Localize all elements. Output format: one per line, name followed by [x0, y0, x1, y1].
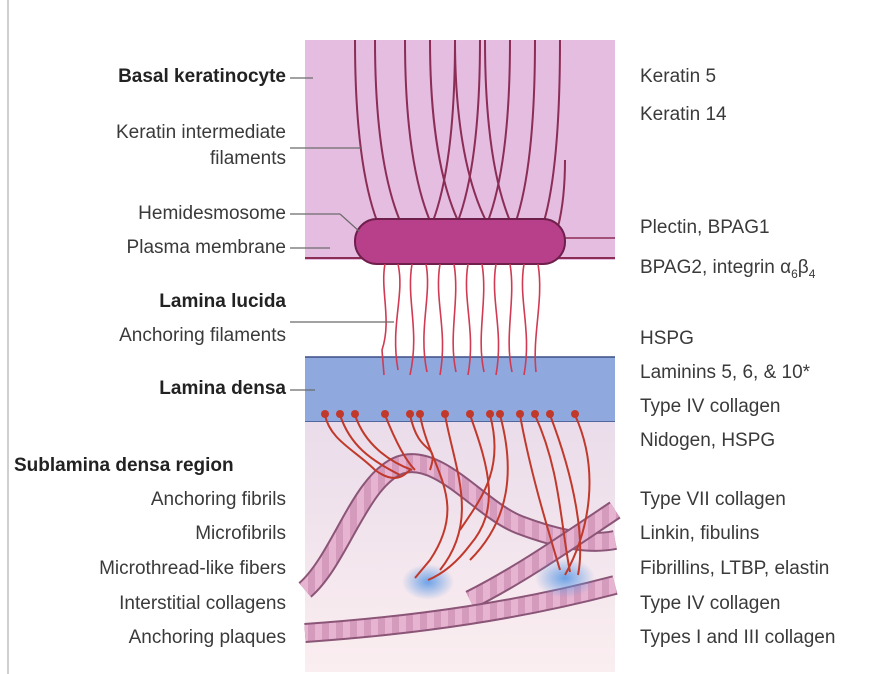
label-bpag2-sub2: 4 — [808, 266, 816, 281]
left-leader-lines — [290, 77, 394, 391]
label-type4-collagen-b: Type IV collagen — [640, 593, 781, 614]
label-keratin5: Keratin 5 — [640, 66, 717, 87]
lamina-lucida-region — [305, 260, 615, 357]
label-type4-collagen-a: Type IV collagen — [640, 396, 781, 417]
label-nidogen-hspg: Nidogen, HSPG — [640, 430, 776, 451]
label-type7-collagen: Type VII collagen — [640, 489, 786, 510]
label-anchoring-plaques: Anchoring plaques — [128, 627, 286, 648]
label-bpag2-text: BPAG2, integrin α — [640, 257, 792, 278]
label-microfibrils: Microfibrils — [195, 523, 286, 544]
label-sublamina-densa: Sublamina densa region — [14, 455, 234, 476]
label-microthread-fibers: Microthread-like fibers — [99, 558, 286, 579]
label-lamina-densa: Lamina densa — [159, 378, 286, 399]
anchoring-fibril-heads — [321, 410, 579, 418]
label-keratin-filaments-line2: filaments — [209, 148, 286, 169]
label-linkin-fibulins: Linkin, fibulins — [640, 523, 760, 544]
label-hemidesmosome: Hemidesmosome — [138, 203, 286, 224]
label-basal-keratinocyte: Basal keratinocyte — [118, 66, 286, 87]
label-interstitial-collagens: Interstitial collagens — [119, 593, 286, 614]
label-bpag2-sub1: 6 — [791, 266, 798, 281]
label-plectin-bpag1: Plectin, BPAG1 — [640, 217, 770, 238]
label-keratin14: Keratin 14 — [640, 104, 727, 125]
anchoring-filaments — [381, 263, 541, 376]
label-laminins: Laminins 5, 6, & 10* — [640, 362, 811, 383]
label-fibrillins: Fibrillins, LTBP, elastin — [640, 558, 830, 579]
hemidesmosome-plaque — [354, 218, 566, 265]
anchoring-plaque-2 — [535, 558, 595, 598]
label-types13-collagen: Types I and III collagen — [640, 627, 836, 648]
anchoring-fibrils — [324, 414, 591, 581]
label-hspg: HSPG — [640, 328, 694, 349]
label-bpag2-integrin: BPAG2, integrin α6β4 — [640, 257, 815, 285]
label-bpag2-beta: β — [797, 257, 809, 278]
label-plasma-membrane: Plasma membrane — [126, 237, 286, 258]
label-anchoring-fibrils: Anchoring fibrils — [150, 489, 286, 510]
label-anchoring-filaments: Anchoring filaments — [119, 325, 286, 346]
label-keratin-filaments-line1: Keratin intermediate — [115, 122, 286, 143]
label-lamina-lucida: Lamina lucida — [159, 291, 286, 312]
